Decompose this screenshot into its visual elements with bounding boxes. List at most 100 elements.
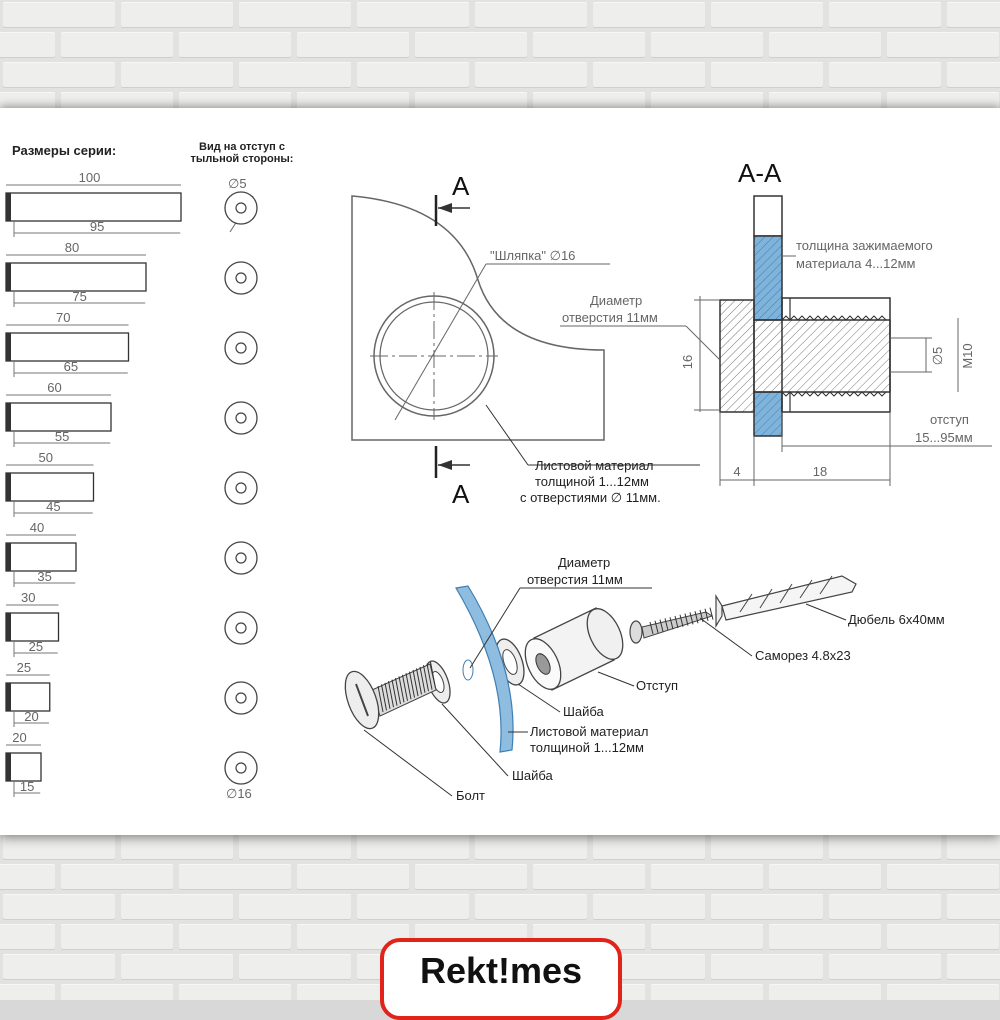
brick <box>593 62 705 88</box>
bolt-label: Болт <box>456 788 485 803</box>
body-length-label: 45 <box>46 499 60 514</box>
brick <box>829 62 941 88</box>
standoff-outline <box>781 297 891 413</box>
brick <box>239 894 351 920</box>
brick <box>651 32 763 58</box>
brick-row <box>0 922 999 952</box>
size-item-100: 100 95 <box>5 170 182 237</box>
exploded-hole-label-line2: отверстия 11мм <box>527 572 623 587</box>
standoff-cap <box>6 263 11 291</box>
section-aa: А-А толщина зажимаемого материала 4...12… <box>560 158 992 486</box>
brick <box>769 864 881 890</box>
back-view-hole <box>235 482 247 494</box>
brick <box>61 92 173 112</box>
brick <box>179 864 291 890</box>
size-item-25: 25 20 <box>5 660 51 727</box>
back-view-title-line1: Вид на отступ с <box>199 141 285 153</box>
sheet-label-line2: толщиной 1...12мм <box>535 474 649 489</box>
hat-leader <box>394 263 487 421</box>
bolt-leader <box>363 729 453 797</box>
standoff-cap <box>6 473 11 501</box>
body-length-label: 95 <box>90 219 104 234</box>
exploded-sheet-label-line1: Листовой материал <box>530 724 648 739</box>
size-item-30: 30 25 <box>5 590 60 657</box>
brick <box>239 954 351 980</box>
dim-4-label: 4 <box>733 464 740 479</box>
standoff-body <box>5 752 42 782</box>
back-view-hole <box>235 412 247 424</box>
brick-row <box>0 862 999 892</box>
brick <box>769 984 881 1000</box>
body-length-label: 55 <box>55 429 69 444</box>
brick <box>887 924 999 950</box>
sheet-label-line3: с отверстиями ∅ 11мм. <box>520 490 661 505</box>
screw-part <box>629 607 714 644</box>
brick <box>593 894 705 920</box>
brick <box>829 894 941 920</box>
cut-arrowhead-top <box>438 203 452 213</box>
brick <box>887 92 999 112</box>
washer-left-label: Шайба <box>512 768 554 783</box>
back-view-hole <box>235 622 247 634</box>
back-view-phi5-label: ∅5 <box>228 176 247 191</box>
brick <box>357 894 469 920</box>
total-length-label: 30 <box>21 590 35 605</box>
glass-top-empty <box>753 195 783 237</box>
body-length-label: 65 <box>64 359 78 374</box>
brick-row <box>0 832 1000 862</box>
total-length-label: 20 <box>12 730 26 745</box>
brick <box>651 92 763 112</box>
brick <box>475 62 587 88</box>
screw-label: Саморез 4.8х23 <box>755 648 851 663</box>
brick <box>179 924 291 950</box>
brick <box>121 894 233 920</box>
bolt-shaft-section <box>753 319 891 393</box>
bolt-part <box>344 661 437 730</box>
exploded-sheet-label-line2: толщиной 1...12мм <box>530 740 644 755</box>
standoff-body <box>5 262 147 292</box>
brick <box>415 32 527 58</box>
standoff-cap <box>6 613 11 641</box>
brick <box>239 834 351 860</box>
body-length-label: 25 <box>29 639 43 654</box>
brick <box>3 834 115 860</box>
back-view-hole <box>235 762 247 774</box>
total-length-label: 25 <box>17 660 31 675</box>
brick <box>475 834 587 860</box>
body-length-label: 15 <box>20 779 34 794</box>
brick <box>121 834 233 860</box>
total-length-label: 100 <box>79 170 101 185</box>
technical-drawing: Размеры серии: 1009580757065605550454035… <box>5 141 992 803</box>
brick <box>0 864 55 890</box>
brick <box>593 2 705 28</box>
standoff-part <box>524 607 624 691</box>
brick <box>593 834 705 860</box>
brick <box>829 2 941 28</box>
brand-name: Rekt!mes <box>419 950 583 991</box>
brick <box>475 894 587 920</box>
standoff-cap <box>6 193 11 221</box>
brick <box>297 32 409 58</box>
dowel-label: Дюбель 6х40мм <box>848 612 945 627</box>
brick <box>61 984 173 1000</box>
brick <box>769 32 881 58</box>
brick-row <box>0 0 1000 30</box>
brick <box>829 954 941 980</box>
brick <box>3 894 115 920</box>
sheet-leader <box>485 404 529 466</box>
brick <box>121 2 233 28</box>
brick-row <box>0 60 1000 90</box>
dim-18-label: 18 <box>813 464 827 479</box>
sheet-label-line1: Листовой материал <box>535 458 653 473</box>
cut-arrowhead-bottom <box>438 460 452 470</box>
brick-row <box>0 90 999 112</box>
body-length-label: 20 <box>24 709 38 724</box>
brick <box>829 834 941 860</box>
clamp-label-line1: толщина зажимаемого <box>796 238 933 253</box>
brick <box>357 62 469 88</box>
brick <box>179 32 291 58</box>
